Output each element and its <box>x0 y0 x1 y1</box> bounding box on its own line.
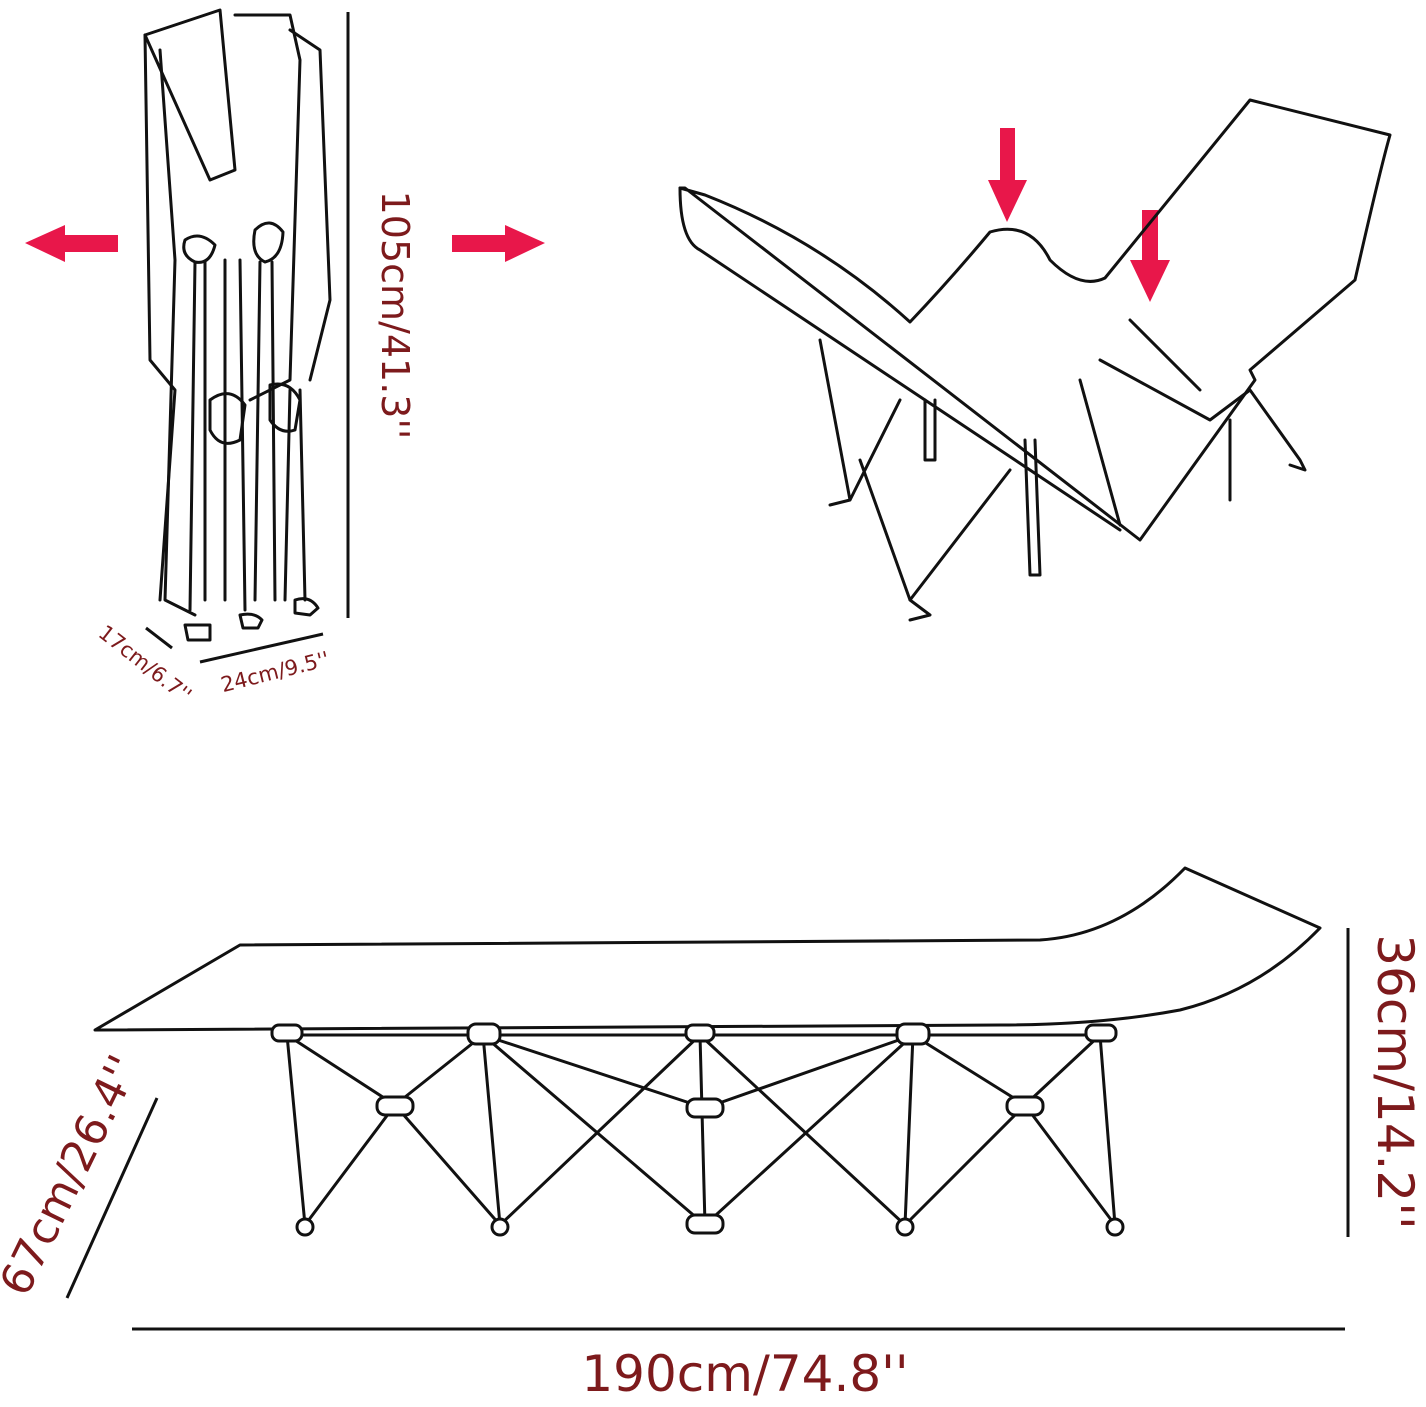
folded-cot-drawing <box>143 8 332 642</box>
arrow-right-icon <box>452 225 545 262</box>
reclined-cot-drawing <box>678 98 1392 622</box>
cot-height-label: 36cm/14.2'' <box>1366 934 1424 1230</box>
folded-height-label: 105cm/41.3'' <box>373 190 417 440</box>
dimension-line-folded-depth <box>145 626 173 650</box>
cot-length-label: 190cm/74.8'' <box>581 1345 909 1403</box>
arrow-left-icon <box>25 225 118 262</box>
arrow-down-icon <box>1130 210 1170 302</box>
dimension-line-folded-width <box>199 632 324 664</box>
flat-cot-drawing <box>93 866 1322 1237</box>
arrow-down-icon <box>988 128 1027 222</box>
dimension-line-cot-width <box>65 1097 159 1299</box>
